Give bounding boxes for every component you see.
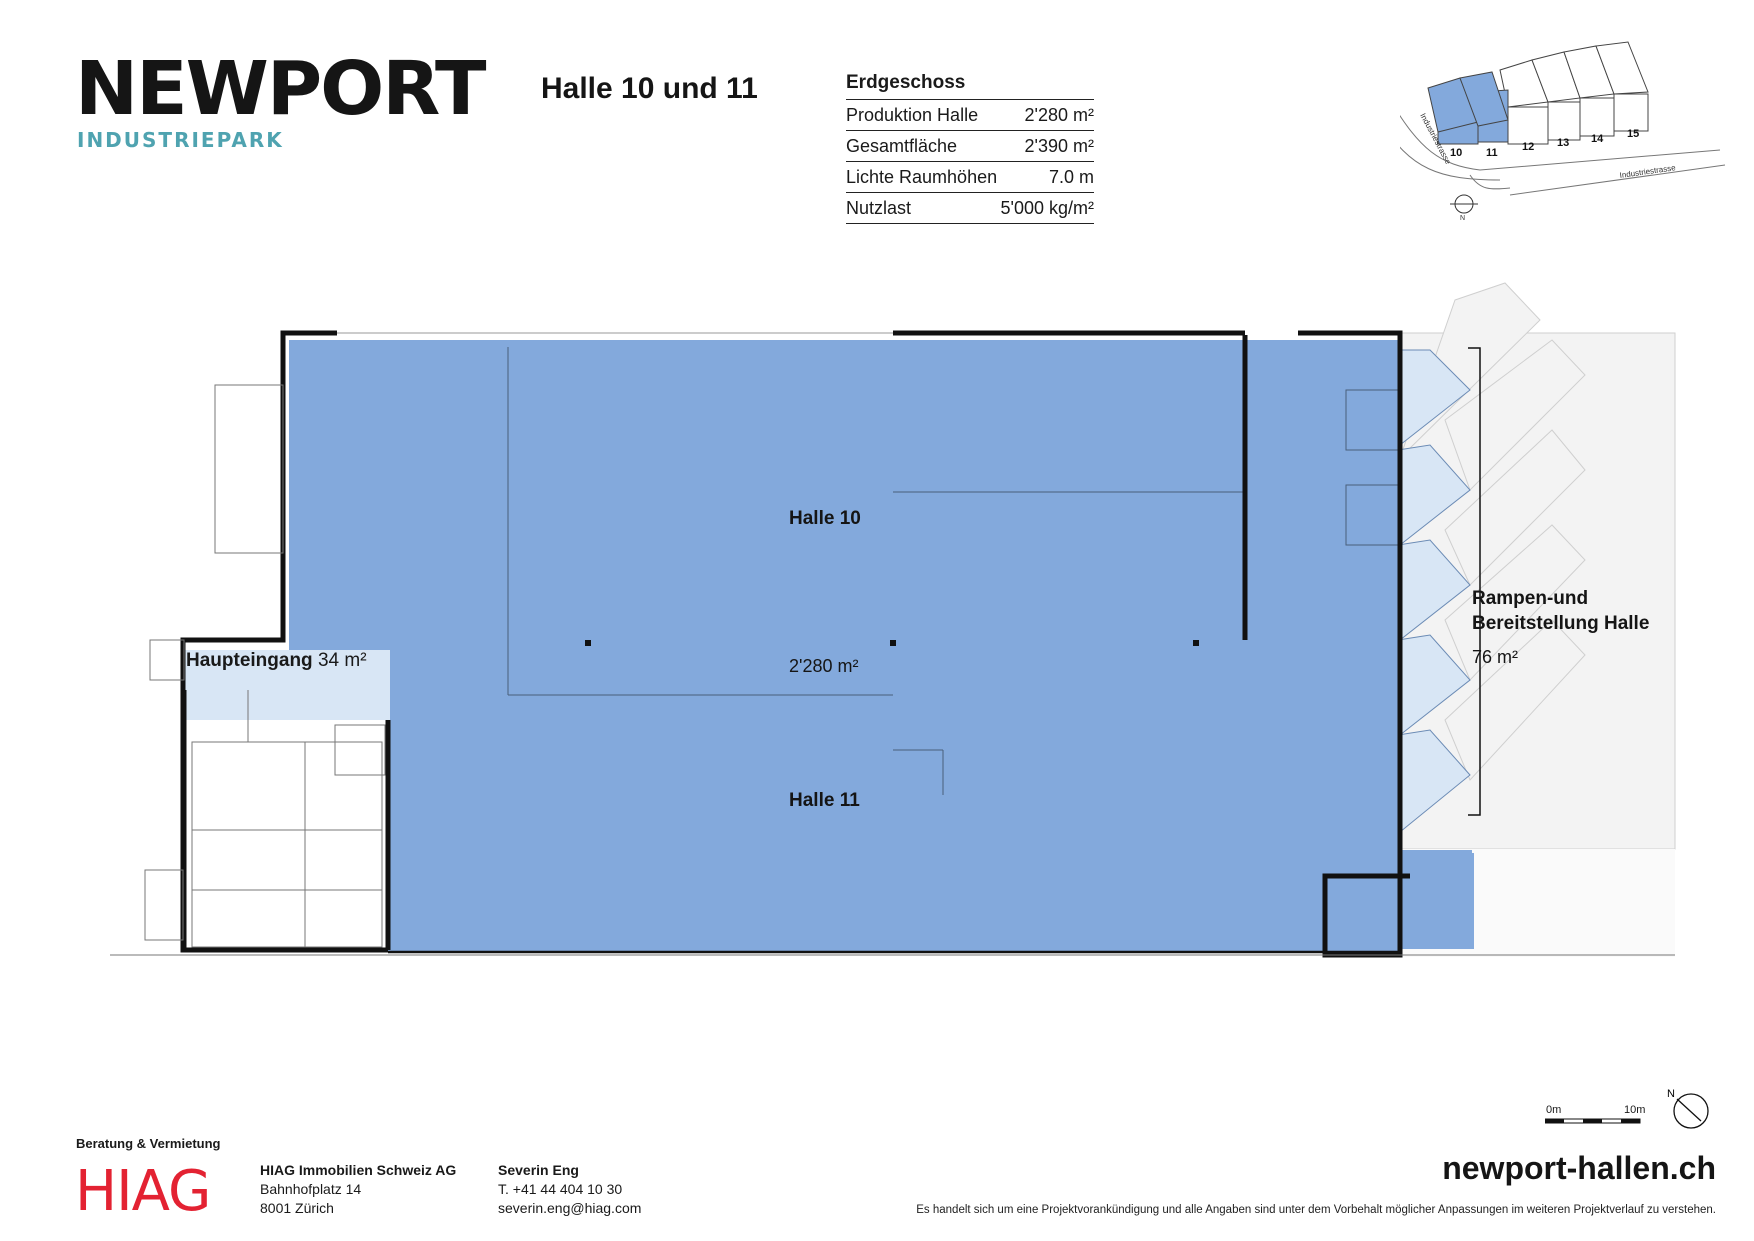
site-unit-11: 11 bbox=[1486, 147, 1498, 159]
site-unit-12: 12 bbox=[1522, 141, 1534, 153]
spec-label: Nutzlast bbox=[846, 198, 912, 218]
contact-block: Severin Eng T. +41 44 404 10 30 severin.… bbox=[498, 1161, 641, 1218]
entrance-area-label: 34 m² bbox=[317, 650, 367, 671]
company-name: HIAG Immobilien Schweiz AG bbox=[260, 1162, 457, 1178]
scale-bar bbox=[1545, 1118, 1641, 1124]
ramp-area-label: 76 m² bbox=[1472, 647, 1519, 667]
industriepark-subtitle: INDUSTRIEPARK bbox=[77, 128, 284, 152]
ramp-label-2: Bereitstellung Halle bbox=[1472, 613, 1650, 634]
hall-title: Halle 10 und 11 bbox=[541, 72, 758, 105]
site-map-streets bbox=[1400, 114, 1726, 196]
site-unit-14: 14 bbox=[1591, 133, 1604, 145]
contact-name: Severin Eng bbox=[498, 1162, 579, 1178]
scale-end: 10m bbox=[1624, 1104, 1646, 1116]
ramp-label-1: Rampen-und bbox=[1472, 588, 1589, 609]
spec-label: Gesamtfläche bbox=[846, 136, 958, 156]
site-map: 10 11 12 13 14 15 Industriestrasse Indus… bbox=[1400, 41, 1726, 222]
site-unit-10: 10 bbox=[1450, 147, 1462, 159]
ramp-docks bbox=[1397, 349, 1471, 841]
spec-heading: Erdgeschoss bbox=[846, 72, 1094, 100]
entrance-label-group: Haupteingang 34 m² bbox=[186, 650, 367, 672]
north-arrow-icon: N bbox=[1667, 1088, 1709, 1129]
hall-area bbox=[289, 340, 1474, 953]
spec-value: 5'000 kg/m² bbox=[1000, 198, 1094, 218]
spec-value: 2'390 m² bbox=[1024, 136, 1094, 156]
entrance-label: Haupteingang bbox=[186, 650, 313, 671]
spec-row: Gesamtfläche 2'390 m² bbox=[846, 131, 1094, 162]
hall10-label: Halle 10 bbox=[789, 508, 861, 529]
company-address: HIAG Immobilien Schweiz AG Bahnhofplatz … bbox=[260, 1161, 456, 1218]
spec-label: Produktion Halle bbox=[846, 105, 979, 125]
hiag-logo: HIAG bbox=[75, 1159, 211, 1224]
footer-heading: Beratung & Vermietung bbox=[76, 1136, 221, 1151]
contact-email[interactable]: severin.eng@hiag.com bbox=[498, 1200, 642, 1216]
walls bbox=[180, 330, 1410, 958]
svg-text:N: N bbox=[1460, 215, 1465, 222]
scale-start: 0m bbox=[1546, 1104, 1562, 1116]
spec-label: Lichte Raumhöhen bbox=[846, 167, 998, 187]
contact-phone[interactable]: T. +41 44 404 10 30 bbox=[498, 1181, 623, 1197]
website-link[interactable]: newport-hallen.ch bbox=[1442, 1150, 1716, 1186]
site-unit-15: 15 bbox=[1627, 128, 1639, 140]
pillars bbox=[585, 640, 1199, 646]
site-compass-icon: N bbox=[1450, 194, 1478, 222]
spec-row: Produktion Halle 2'280 m² bbox=[846, 100, 1094, 131]
company-city: 8001 Zürich bbox=[260, 1200, 334, 1216]
hall-area-label: 2'280 m² bbox=[789, 656, 859, 676]
svg-text:N: N bbox=[1667, 1088, 1675, 1100]
spec-value: 7.0 m bbox=[1048, 167, 1094, 187]
street-label: Industriestrasse bbox=[1619, 163, 1677, 180]
site-map-units bbox=[1427, 41, 1649, 145]
site-unit-13: 13 bbox=[1557, 137, 1569, 149]
company-street: Bahnhofplatz 14 bbox=[260, 1181, 362, 1197]
disclaimer-text: Es handelt sich um eine Projektvorankünd… bbox=[916, 1204, 1716, 1216]
newport-logo: NEWPORT bbox=[75, 46, 486, 132]
spec-row: Nutzlast 5'000 kg/m² bbox=[846, 193, 1094, 224]
hall11-label: Halle 11 bbox=[789, 790, 860, 811]
spec-row: Lichte Raumhöhen 7.0 m bbox=[846, 162, 1094, 193]
spec-table: Erdgeschoss Produktion Halle 2'280 m² Ge… bbox=[846, 72, 1094, 224]
spec-value: 2'280 m² bbox=[1024, 105, 1094, 125]
